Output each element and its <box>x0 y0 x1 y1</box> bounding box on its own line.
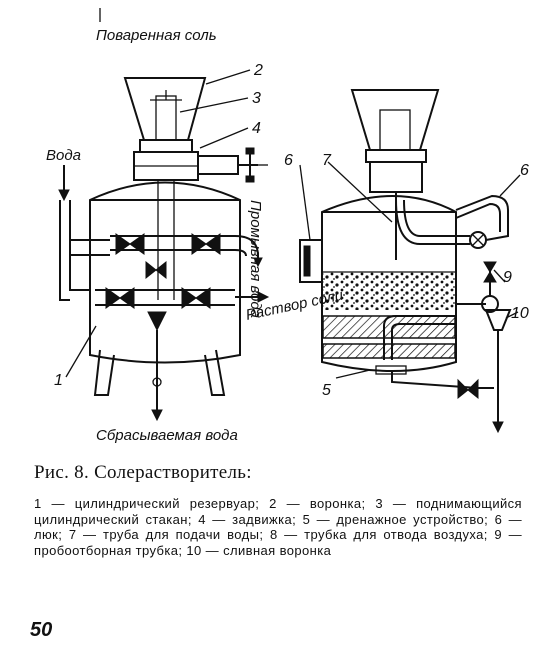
number-9: 9 <box>503 269 512 286</box>
label-discharge: Сбрасываемая вода <box>96 427 238 444</box>
number-1: 1 <box>54 372 63 389</box>
right-tank-body <box>321 195 457 372</box>
number-6-left: 6 <box>284 152 293 169</box>
number-2: 2 <box>253 62 263 79</box>
number-7: 7 <box>322 152 332 169</box>
manhole <box>299 239 323 283</box>
drain-funnel <box>484 309 512 331</box>
legend-item: 1 — цилиндрический резервуар; <box>34 496 270 511</box>
label-water: Вода <box>46 147 81 164</box>
gate-valve <box>197 155 239 175</box>
legend-item: 2 — воронка; <box>269 496 376 511</box>
legend-item: 6 — люк; <box>34 511 523 543</box>
left-apparatus <box>58 8 270 422</box>
label-flush-water: Промывная вода <box>247 200 264 318</box>
legend-item: 8 — трубка для отвода воздуха; <box>269 527 495 543</box>
figure-salt-dissolver: Поваренная соль Вода Промывная вода Раст… <box>46 8 529 444</box>
legend-item: 5 — дренажное устройство; <box>302 511 495 527</box>
tank-body <box>89 181 241 364</box>
legend-item: 7 — труба для подачи воды; <box>68 527 270 543</box>
rising-glass <box>139 139 193 153</box>
number-5: 5 <box>322 382 331 399</box>
caption-legend: 1 — цилиндрический резервуар; 2 — воронк… <box>34 496 522 558</box>
number-3: 3 <box>252 90 261 107</box>
caption-title: Рис. 8. Солерастворитель: <box>34 462 252 483</box>
number-6-right: 6 <box>520 162 529 179</box>
legend-item: 9 — пробоотборная трубка; <box>34 527 522 558</box>
legend-item: 3 — поднимающийся цилиндрический стакан; <box>34 496 522 527</box>
number-10: 10 <box>511 305 529 322</box>
number-4: 4 <box>252 120 261 137</box>
legend-item: 10 — сливная воронка <box>186 542 332 558</box>
page-number: 50 <box>30 619 53 641</box>
legend-item: 4 — задвижка; <box>198 511 303 527</box>
label-salt: Поваренная соль <box>96 27 217 44</box>
right-apparatus <box>299 89 521 434</box>
